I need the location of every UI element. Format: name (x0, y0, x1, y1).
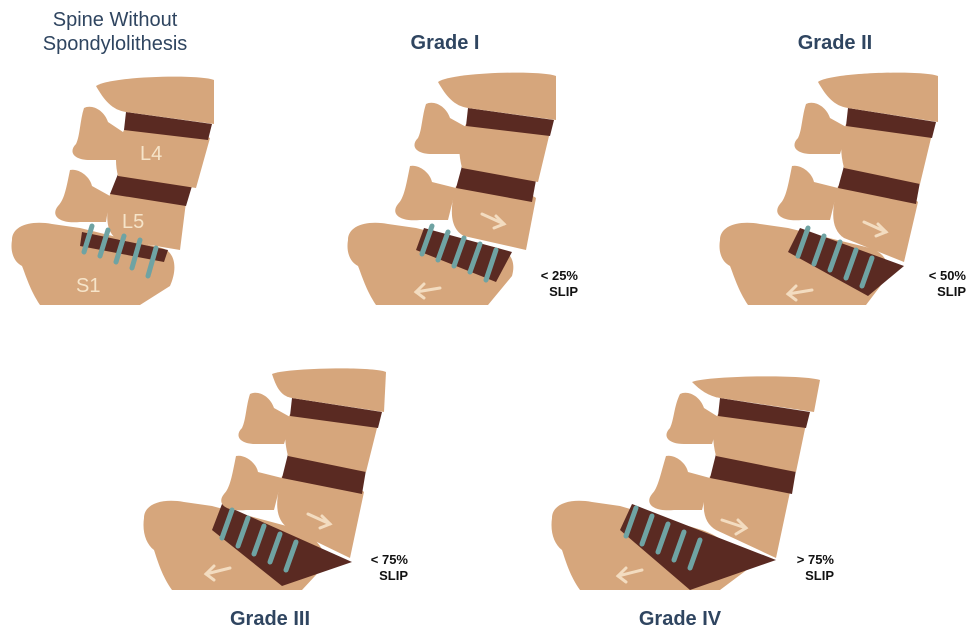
slip-word: SLIP (756, 568, 834, 584)
l5-process (55, 170, 110, 223)
panel-grade-1-title: Grade I (380, 32, 510, 55)
l4-process (794, 103, 848, 154)
slip-word: SLIP (330, 568, 408, 584)
slip-value: < 75% (330, 552, 408, 568)
l4-process (666, 393, 720, 444)
label-s1: S1 (76, 275, 100, 297)
label-l5: L5 (122, 211, 144, 233)
slip-label-grade-2: < 50% SLIP (888, 268, 966, 300)
l4-process (414, 103, 468, 154)
l5-process (395, 166, 456, 221)
l4-process (72, 107, 126, 160)
slip-value: < 25% (500, 268, 578, 284)
panel-grade-2-title: Grade II (770, 32, 900, 55)
slip-value: < 50% (888, 268, 966, 284)
spine-normal: L4 L5 S1 (11, 77, 214, 305)
panel-grade-3-title: Grade III (200, 608, 340, 631)
panel-grade-4-title: Grade IV (610, 608, 750, 631)
slip-value: > 75% (756, 552, 834, 568)
slip-label-grade-4: > 75% SLIP (756, 552, 834, 584)
l4-process (238, 393, 292, 444)
slip-word: SLIP (888, 284, 966, 300)
l5-process (649, 456, 710, 511)
slip-label-grade-1: < 25% SLIP (500, 268, 578, 300)
label-l4: L4 (140, 143, 162, 165)
slip-label-grade-3: < 75% SLIP (330, 552, 408, 584)
l5-process (777, 166, 838, 221)
slip-word: SLIP (500, 284, 578, 300)
l5-process (221, 456, 282, 511)
